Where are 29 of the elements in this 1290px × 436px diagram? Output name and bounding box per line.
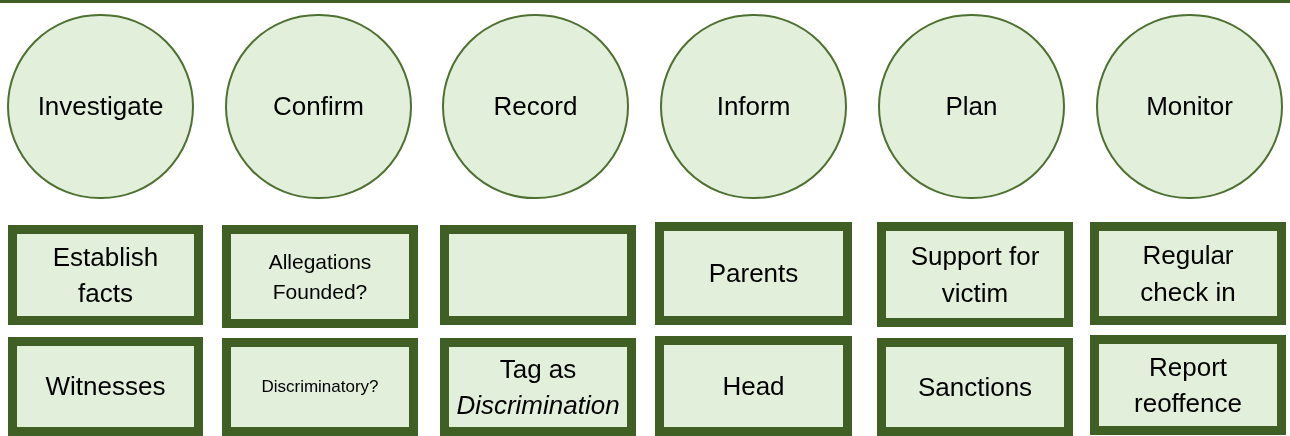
node-label: Report reoffence xyxy=(1133,350,1243,420)
node-label: Regular check in xyxy=(1139,239,1237,309)
action-box xyxy=(877,338,1073,436)
action-box xyxy=(222,225,418,328)
node-label: Support for victim xyxy=(909,240,1041,310)
action-box xyxy=(440,338,636,436)
node-label: Investigate xyxy=(37,90,164,124)
action-box xyxy=(1090,222,1286,325)
node-label: Sanctions xyxy=(917,370,1033,404)
node-label: Monitor xyxy=(1146,90,1233,124)
node-label: Witnesses xyxy=(45,370,166,404)
action-box xyxy=(877,222,1073,327)
node-label: Confirm xyxy=(273,90,364,124)
action-box xyxy=(222,338,418,436)
node-label: Tag as Discrimination xyxy=(456,352,620,422)
node-label: Allegations Founded? xyxy=(267,249,373,305)
node-label: Inform xyxy=(716,90,791,124)
action-box xyxy=(1090,335,1286,435)
node-label: Plan xyxy=(945,90,998,124)
node-label: Parents xyxy=(708,257,799,291)
action-box xyxy=(655,222,852,325)
node-label: Establish facts xyxy=(51,240,160,310)
action-box xyxy=(655,336,852,436)
action-box xyxy=(8,225,203,325)
node-label: Record xyxy=(493,90,578,124)
action-box xyxy=(440,225,636,325)
action-box xyxy=(8,337,203,436)
node-label: Discriminatory? xyxy=(261,376,379,399)
node-label: Head xyxy=(722,369,785,403)
